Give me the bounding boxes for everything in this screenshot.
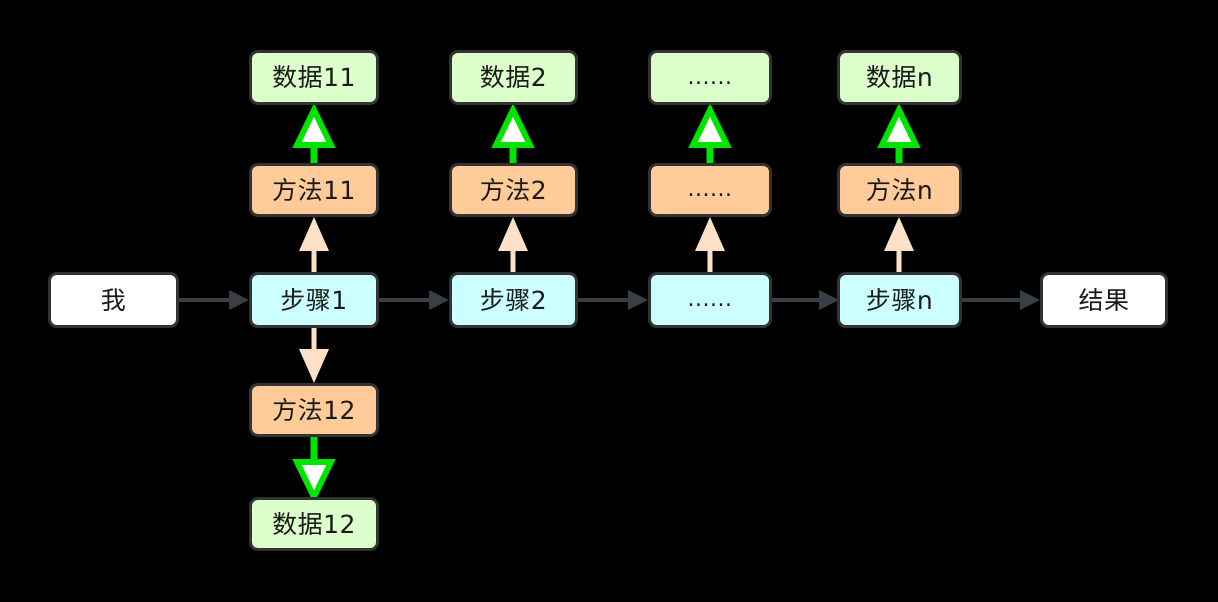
- node-label: 步骤n: [865, 285, 934, 315]
- node-label: 步骤2: [479, 285, 548, 315]
- node-data-n[interactable]: 数据n: [837, 50, 962, 105]
- node-step-ellipsis[interactable]: ......: [648, 272, 772, 328]
- method-arrow-step2-to-method2: [498, 217, 528, 272]
- node-method-2[interactable]: 方法2: [449, 163, 578, 217]
- node-label: 数据n: [865, 63, 934, 92]
- node-label: 方法n: [865, 175, 934, 205]
- node-step-2[interactable]: 步骤2: [449, 272, 578, 328]
- node-method-12[interactable]: 方法12: [249, 383, 379, 437]
- node-method-ellipsis[interactable]: ......: [648, 163, 772, 217]
- flow-arrow-stepn-to-end: [962, 290, 1040, 310]
- flow-arrow-step1-to-step2: [379, 290, 449, 310]
- node-method-11[interactable]: 方法11: [249, 163, 379, 217]
- method-arrow-ellipsis-step-to-ellipsis-method: [695, 217, 725, 272]
- node-step-n[interactable]: 步骤n: [837, 272, 962, 328]
- node-end-result[interactable]: 结果: [1040, 272, 1168, 328]
- method-arrow-step1-to-method12: [299, 328, 329, 383]
- node-label: 方法11: [272, 175, 356, 205]
- flow-arrow-step2-to-ellipsis: [578, 290, 648, 310]
- node-data-11[interactable]: 数据11: [249, 50, 379, 105]
- node-label: ......: [687, 177, 733, 202]
- node-start-me[interactable]: 我: [48, 272, 179, 328]
- node-method-n[interactable]: 方法n: [837, 163, 962, 217]
- node-label: ......: [687, 287, 733, 312]
- flow-arrow-start-to-step1: [179, 290, 249, 310]
- node-label: 我: [100, 285, 127, 315]
- data-arrow-method2-to-data2: [491, 103, 535, 163]
- node-data-ellipsis[interactable]: ......: [648, 50, 772, 105]
- data-arrow-method12-to-data12: [292, 437, 336, 504]
- node-label: 数据2: [479, 63, 548, 92]
- node-label: 方法12: [272, 395, 356, 425]
- data-arrow-method11-to-data11: [292, 103, 336, 163]
- node-label: 方法2: [479, 175, 548, 205]
- node-label: 数据12: [272, 509, 356, 539]
- data-arrow-methodn-to-datan: [877, 103, 921, 163]
- node-step-1[interactable]: 步骤1: [249, 272, 379, 328]
- data-arrow-ellipsis-method-to-ellipsis-data: [688, 103, 732, 163]
- node-label: 步骤1: [280, 285, 348, 315]
- node-label: 数据11: [272, 63, 356, 92]
- node-data-2[interactable]: 数据2: [449, 50, 578, 105]
- node-label: 结果: [1078, 285, 1130, 315]
- method-arrow-step1-to-method11: [299, 217, 329, 272]
- method-arrow-stepn-to-methodn: [884, 217, 914, 272]
- node-label: ......: [687, 64, 733, 90]
- node-data-12[interactable]: 数据12: [249, 497, 379, 551]
- flow-arrow-ellipsis-to-stepn: [772, 290, 839, 310]
